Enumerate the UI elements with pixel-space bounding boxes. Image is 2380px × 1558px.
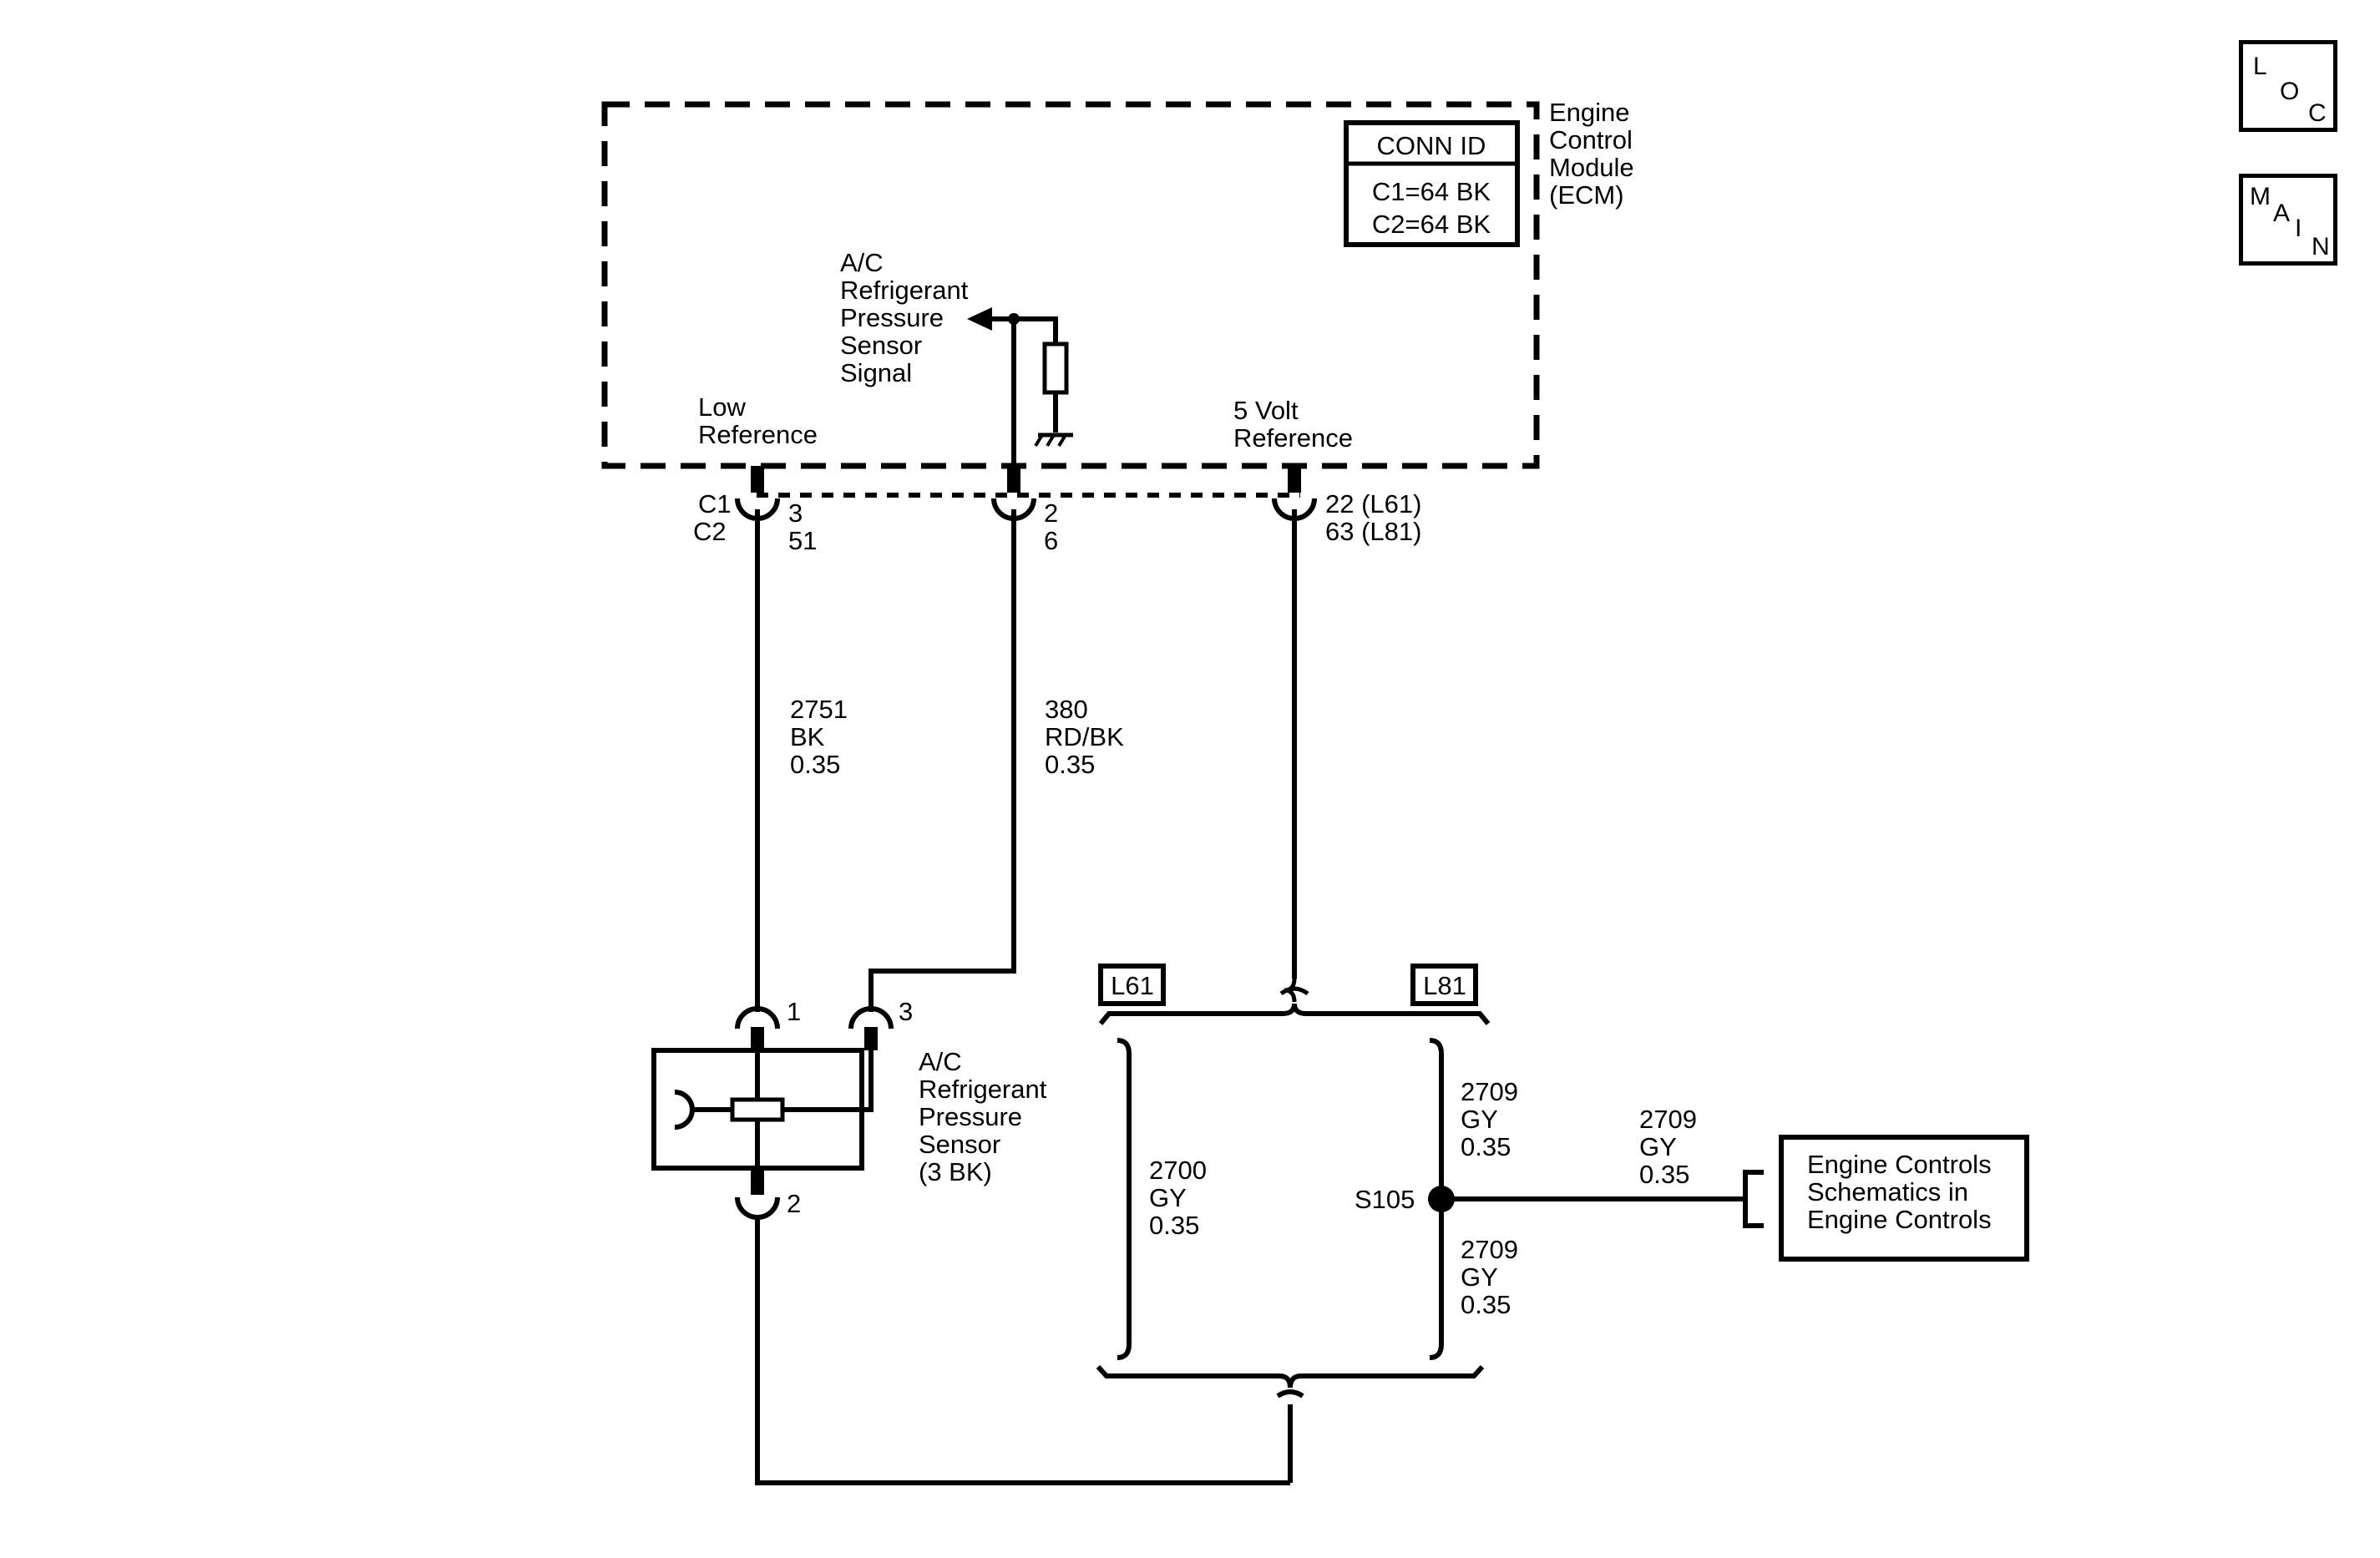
- sensor-pin-3-terminal: [864, 1027, 878, 1050]
- signal-arrow-head: [967, 307, 992, 331]
- loc-letter-l: L: [2253, 53, 2267, 80]
- sensor-pin-2-label: 2: [787, 1189, 801, 1218]
- loc-button[interactable]: L O C: [2239, 40, 2337, 132]
- splice-s105-label: S105: [1355, 1185, 1415, 1214]
- loc-letter-o: O: [2280, 78, 2300, 105]
- option-tag-l81: L81: [1423, 971, 1466, 1000]
- resistor-branch-wire: [1014, 316, 1058, 344]
- option-tag-l61-box: [1098, 964, 1166, 1006]
- pins-signal: 2 6: [1044, 498, 1066, 555]
- pins-low-ref: 3 51: [788, 498, 817, 555]
- conn-id-box: [1344, 120, 1520, 247]
- loc-letter-c: C: [2308, 99, 2327, 127]
- l61-branch-bottom-cap: [1117, 1343, 1132, 1360]
- wire-sensor-return: [755, 1216, 1290, 1485]
- connector-ids: C1 C2: [693, 489, 738, 546]
- ecm-5v-ref-label: 5 Volt Reference: [1233, 396, 1353, 453]
- sensor-internal-pin3-wire: [782, 1050, 874, 1112]
- sensor-pin-2-terminal: [751, 1168, 764, 1195]
- ground-hatch-2: [1046, 433, 1056, 448]
- ecm-pin-signal: [1007, 466, 1020, 493]
- main-letter-n: N: [2312, 233, 2330, 261]
- sensor-element: [730, 1097, 785, 1122]
- option-tag-l81-box: [1410, 964, 1478, 1006]
- option-bracket-top: [1098, 1003, 1491, 1025]
- sensor-pin-1-terminal: [751, 1027, 764, 1050]
- ecm-signal-label: A/C Refrigerant Pressure Sensor Signal: [840, 248, 975, 387]
- main-button[interactable]: M A I N: [2239, 174, 2337, 266]
- ecm-pin-5v-ref: [1288, 466, 1301, 493]
- ground-hatch-3: [1057, 433, 1067, 448]
- wire-label-2709-to-engine: 2709 GY 0.35: [1639, 1105, 1704, 1189]
- conn-id-row-c1: C1=64 BK: [1372, 177, 1491, 206]
- wire-label-2709-lower: 2709 GY 0.35: [1461, 1235, 1526, 1319]
- main-letter-m: M: [2250, 183, 2271, 210]
- ground-hatch-1: [1034, 433, 1044, 448]
- sensor-pin-1-label: 1: [787, 997, 801, 1026]
- signal-junction-dot: [1008, 313, 1020, 325]
- ecm-dashed-boundary: [601, 101, 1540, 469]
- ecm-low-ref-label: Low Reference: [698, 392, 818, 449]
- option-bracket-bottom: [1096, 1364, 1485, 1389]
- engine-controls-reference-box: [1779, 1135, 2029, 1262]
- sensor-connector-pin-2: [735, 1196, 780, 1220]
- ecm-pullup-resistor: [1042, 341, 1069, 395]
- sensor-pressure-port: [674, 1090, 695, 1130]
- wire-380-rd-bk: [868, 509, 1016, 1012]
- engine-controls-connector-bracket: [1743, 1170, 1764, 1228]
- option-break-bottom: [1276, 1389, 1304, 1483]
- sensor-name: A/C Refrigerant Pressure Sensor (3 BK): [919, 1047, 1054, 1186]
- main-letter-a: A: [2273, 200, 2291, 227]
- conn-id-row-c2: C2=64 BK: [1372, 210, 1491, 239]
- engine-controls-reference: Engine Controls Schematics in Engine Con…: [1807, 1150, 1998, 1234]
- pins-5v-ref: 22 (L61) 63 (L81): [1325, 489, 1429, 546]
- option-break-top: [1279, 978, 1309, 1003]
- sensor-connector-pin-3: [848, 1006, 894, 1029]
- wire-label-380: 380 RD/BK 0.35: [1045, 695, 1131, 779]
- l81-branch-top-cap: [1429, 1038, 1444, 1055]
- wire-label-2751: 2751 BK 0.35: [790, 695, 855, 779]
- wire-label-2709-upper: 2709 GY 0.35: [1461, 1077, 1526, 1161]
- option-tag-l61: L61: [1111, 971, 1154, 1000]
- wire-label-2700: 2700 GY 0.35: [1149, 1156, 1214, 1240]
- l81-branch-bottom-cap: [1429, 1343, 1444, 1360]
- splice-s105-dot: [1428, 1186, 1455, 1212]
- sensor-connector-pin-1: [735, 1006, 780, 1029]
- ecm-pin-low-ref: [751, 466, 764, 493]
- conn-id-title: CONN ID: [1377, 131, 1486, 160]
- l61-branch-top-cap: [1117, 1038, 1132, 1055]
- main-letter-i: I: [2295, 215, 2302, 242]
- ecm-name: Engine Control Module (ECM): [1549, 98, 1641, 210]
- sensor-pin-3-label: 3: [899, 997, 913, 1026]
